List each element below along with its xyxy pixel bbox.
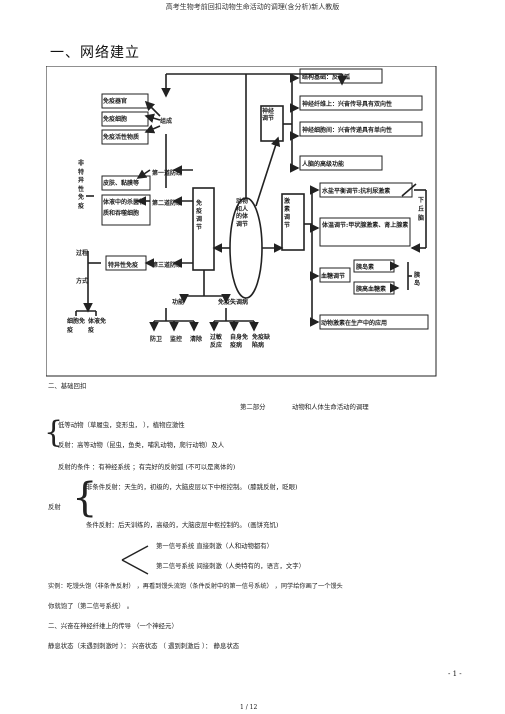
- concept-map: [46, 66, 437, 377]
- defense-line-3: 第三道防线: [152, 262, 183, 269]
- hormone-regulation-label: 激素调节: [284, 198, 291, 229]
- hormone-insulin: 胰岛素: [356, 264, 375, 271]
- part-title: 动物和人体生命活动的调理: [292, 403, 369, 411]
- immune-regulation-label: 免疫调节: [196, 200, 203, 231]
- disorder-label: 免疫失调病: [218, 299, 249, 306]
- line-5: 反射: [48, 503, 61, 511]
- line-8: 第二信号系统 间接刺激（人类特有的，语言，文字）: [156, 562, 306, 570]
- line-3: 反射的条件 ：有神经系统 ；有完好的反射弧 (不可以是离体的): [58, 463, 236, 471]
- function-label: 功能: [172, 299, 185, 306]
- pancreas-label: 胰岛: [414, 272, 421, 287]
- nerve-item-1: 结构基础：反射弧: [302, 74, 351, 81]
- document-header: 高考生物考前回扣动物生命活动的调理(含分析)新人教版: [165, 3, 340, 11]
- section-title: 一、网络建立: [50, 45, 140, 61]
- hormone-glucose: 血糖调节: [321, 273, 346, 280]
- defense-item-2: 体液中的杀菌物质和吞噬细胞: [103, 199, 146, 217]
- line-6: 条件反射：后天训练的，高级的，大脑皮层中枢控制的。 (画饼充饥): [86, 521, 279, 529]
- immune-composition: 组成: [160, 118, 173, 125]
- nerve-item-3: 神经细胞间：兴奋传递具有单向性: [302, 127, 393, 134]
- line-1: 低等动物（草履虫，变形虫， ），植物应激性: [58, 421, 185, 429]
- line-2: 反射：高等动物（昆虫，鱼类，哺乳动物，爬行动物）及人: [58, 441, 225, 449]
- line-9: 实例：吃馒头饱（非条件反射） ，再看到馒头流饱（条件反射中的第一信号系统） ，同…: [48, 583, 343, 590]
- part-number: 第二部分: [240, 403, 266, 411]
- immune-organ-3: 免疫活性物质: [103, 134, 140, 141]
- method-cellular: 细胞免疫: [67, 318, 86, 334]
- immune-organ-1: 免疫器官: [103, 98, 128, 105]
- line-4: 非条件反射：天生的，初级的，大脑皮层以下中枢控制。 (膝跳反射，眨眼): [86, 483, 298, 491]
- nerve-item-4: 人脑的高级功能: [302, 161, 345, 168]
- brace-1: {: [44, 415, 64, 450]
- function-2: 监控: [170, 336, 183, 343]
- center-label: 动物和人的体调节: [236, 198, 249, 228]
- hormone-water: 水盐平衡调节:抗利尿激素: [322, 188, 391, 195]
- immune-organ-2: 免疫细胞: [103, 116, 128, 123]
- process-label: 过程: [76, 250, 89, 257]
- nonspecific-immunity: 非特异性免疫: [78, 160, 85, 210]
- nerve-item-2: 神经纤维上：兴奋传导具有双向性: [302, 101, 393, 108]
- method-label: 方式: [76, 278, 89, 285]
- disorder-2: 自身免疫病: [230, 334, 249, 349]
- disorder-3: 免疫缺陷病: [252, 334, 271, 349]
- nerve-regulation-label: 神经调节: [262, 108, 275, 122]
- function-3: 清除: [190, 336, 203, 343]
- function-1: 防卫: [150, 336, 163, 343]
- section2-title: 二、基础回扣: [48, 382, 87, 390]
- defense-line-2: 第二道防线: [152, 200, 183, 207]
- arrow-brace: [121, 545, 149, 575]
- disorder-1: 过敏反应: [210, 334, 223, 349]
- line-11: 二、兴奋在神经纤维上的传导 （一个神经元）: [48, 622, 178, 630]
- hormone-glucagon: 胰高血糖素: [356, 286, 387, 293]
- hypothalamus-label: 下丘脑: [418, 197, 425, 222]
- line-7: 第一信号系统 直接刺激（人和动物都有）: [156, 542, 274, 550]
- method-humoral: 体液免疫: [88, 318, 107, 334]
- hormone-application: 动物激素在生产中的应用: [321, 320, 388, 327]
- line-12: 静息状态（未遇到刺激时 ）： 兴奋状态 （ 遇到刺激后 ）： 静息状态: [48, 642, 240, 650]
- page-number-bottom: 1 / 12: [240, 704, 258, 711]
- brace-2: {: [72, 475, 98, 521]
- hormone-temp: 体温调节:甲状腺激素、肾上腺素: [322, 222, 409, 229]
- page-number-right: - 1 -: [448, 670, 462, 678]
- specific-immunity: 特异性免疫: [108, 262, 139, 269]
- line-10: 你就饱了（第二信号系统） 。: [48, 602, 134, 610]
- defense-line-1: 第一道防线: [152, 170, 183, 177]
- defense-item-1: 皮肤、黏膜等: [103, 180, 140, 187]
